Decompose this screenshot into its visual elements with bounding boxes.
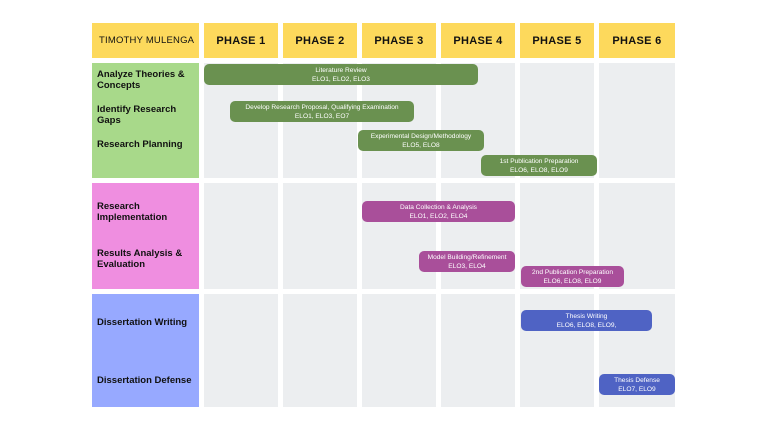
grid-cell [362,294,436,407]
task-bar-experimental-design[interactable]: Experimental Design/Methodology ELO5, EL… [358,130,484,151]
task-elos: ELO1, ELO2, ELO4 [409,212,468,220]
task-bar-research-proposal[interactable]: Develop Research Proposal, Qualifying Ex… [230,101,414,122]
task-elos: ELO1, ELO2, ELO3 [312,75,370,83]
task-bar-model-building[interactable]: Model Building/Refinement ELO3, ELO4 [419,251,515,272]
task-bar-thesis-defense[interactable]: Thesis Defense ELO7, ELO9 [599,374,675,395]
grid-cell [283,183,357,289]
grid-cell [283,294,357,407]
grid-cell [441,294,515,407]
task-bar-data-collection[interactable]: Data Collection & Analysis ELO1, ELO2, E… [362,201,515,222]
task-bar-thesis-writing[interactable]: Thesis Writing ELO6, ELO8, ELO9, [521,310,652,331]
grid-cell [362,183,436,289]
row-label-research-planning: Research Planning [97,139,183,150]
task-title: Thesis Writing [565,312,608,320]
grid-cell [204,183,278,289]
group-1-side-panel [92,63,199,178]
task-title: Literature Review [315,66,367,74]
row-label-dissertation-defense: Dissertation Defense [97,375,192,386]
grid-cell [599,63,675,178]
phase-5-header: PHASE 5 [520,23,594,58]
owner-name-header: TIMOTHY MULENGA [92,23,199,58]
task-bar-1st-publication[interactable]: 1st Publication Preparation ELO6, ELO8, … [481,155,597,176]
phase-2-header: PHASE 2 [283,23,357,58]
group-2-side-panel [92,183,199,289]
phase-4-header: PHASE 4 [441,23,515,58]
task-title: 2nd Publication Preparation [531,268,613,276]
task-title: 1st Publication Preparation [499,157,579,165]
task-elos: ELO7, ELO9 [618,385,656,393]
phase-6-header: PHASE 6 [599,23,675,58]
row-label-results-analysis: Results Analysis & Evaluation [97,248,183,270]
task-elos: ELO3, ELO4 [448,262,486,270]
task-title: Develop Research Proposal, Qualifying Ex… [245,103,399,111]
grid-cell [441,183,515,289]
task-title: Model Building/Refinement [427,253,507,261]
phase-3-header: PHASE 3 [362,23,436,58]
group-3-side-panel [92,294,199,407]
phase-1-header: PHASE 1 [204,23,278,58]
task-elos: ELO6, ELO8, ELO9 [510,166,568,174]
task-title: Data Collection & Analysis [400,203,477,211]
task-elos: ELO6, ELO8, ELO9, [556,321,617,329]
task-title: Thesis Defense [614,376,660,384]
grid-cell [204,294,278,407]
row-label-identify-gaps: Identify Research Gaps [97,104,177,126]
task-bar-2nd-publication[interactable]: 2nd Publication Preparation ELO6, ELO8, … [521,266,624,287]
row-label-research-implementation: Research Implementation [97,201,168,223]
task-elos: ELO6, ELO8, ELO9 [543,277,602,285]
row-label-analyze-theories: Analyze Theories & Concepts [97,69,185,91]
row-label-dissertation-writing: Dissertation Writing [97,317,188,328]
task-elos: ELO5, ELO8 [402,141,440,149]
task-title: Experimental Design/Methodology [370,132,472,140]
task-bar-literature-review[interactable]: Literature Review ELO1, ELO2, ELO3 [204,64,478,85]
task-elos: ELO1, ELO3, EO7 [294,112,350,120]
